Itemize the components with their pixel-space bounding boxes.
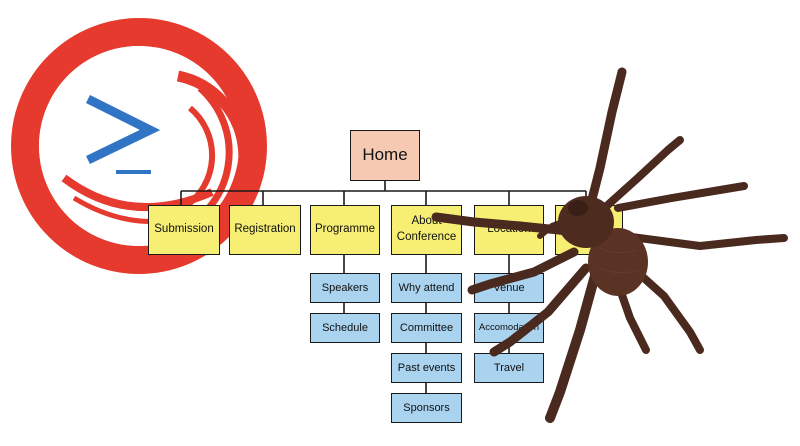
- sitemap-node-travel: Travel: [474, 353, 544, 383]
- sitemap-node-committee: Committee: [391, 313, 462, 343]
- sitemap-node-programme: Programme: [310, 205, 380, 255]
- spider-legs: [431, 67, 788, 423]
- sitemap-node-submission: Submission: [148, 205, 220, 255]
- sitemap-node-speakers: Speakers: [310, 273, 380, 303]
- prompt-chevron-icon: [85, 94, 161, 165]
- prompt-cursor-icon: [116, 170, 151, 174]
- sitemap-node-home: Home: [350, 130, 420, 181]
- sitemap-node-why-attend: Why attend: [391, 273, 462, 303]
- spider-abdomen: [588, 228, 648, 296]
- sitemap-node-past-events: Past events: [391, 353, 462, 383]
- sitemap-node-venue: Venue: [474, 273, 544, 303]
- sitemap-node-schedule: Schedule: [310, 313, 380, 343]
- sitemap-node-sponsors: Sponsors: [391, 393, 462, 423]
- sitemap-node-about-conference: About Conference: [391, 205, 462, 255]
- sitemap-node-registration: Registration: [229, 205, 301, 255]
